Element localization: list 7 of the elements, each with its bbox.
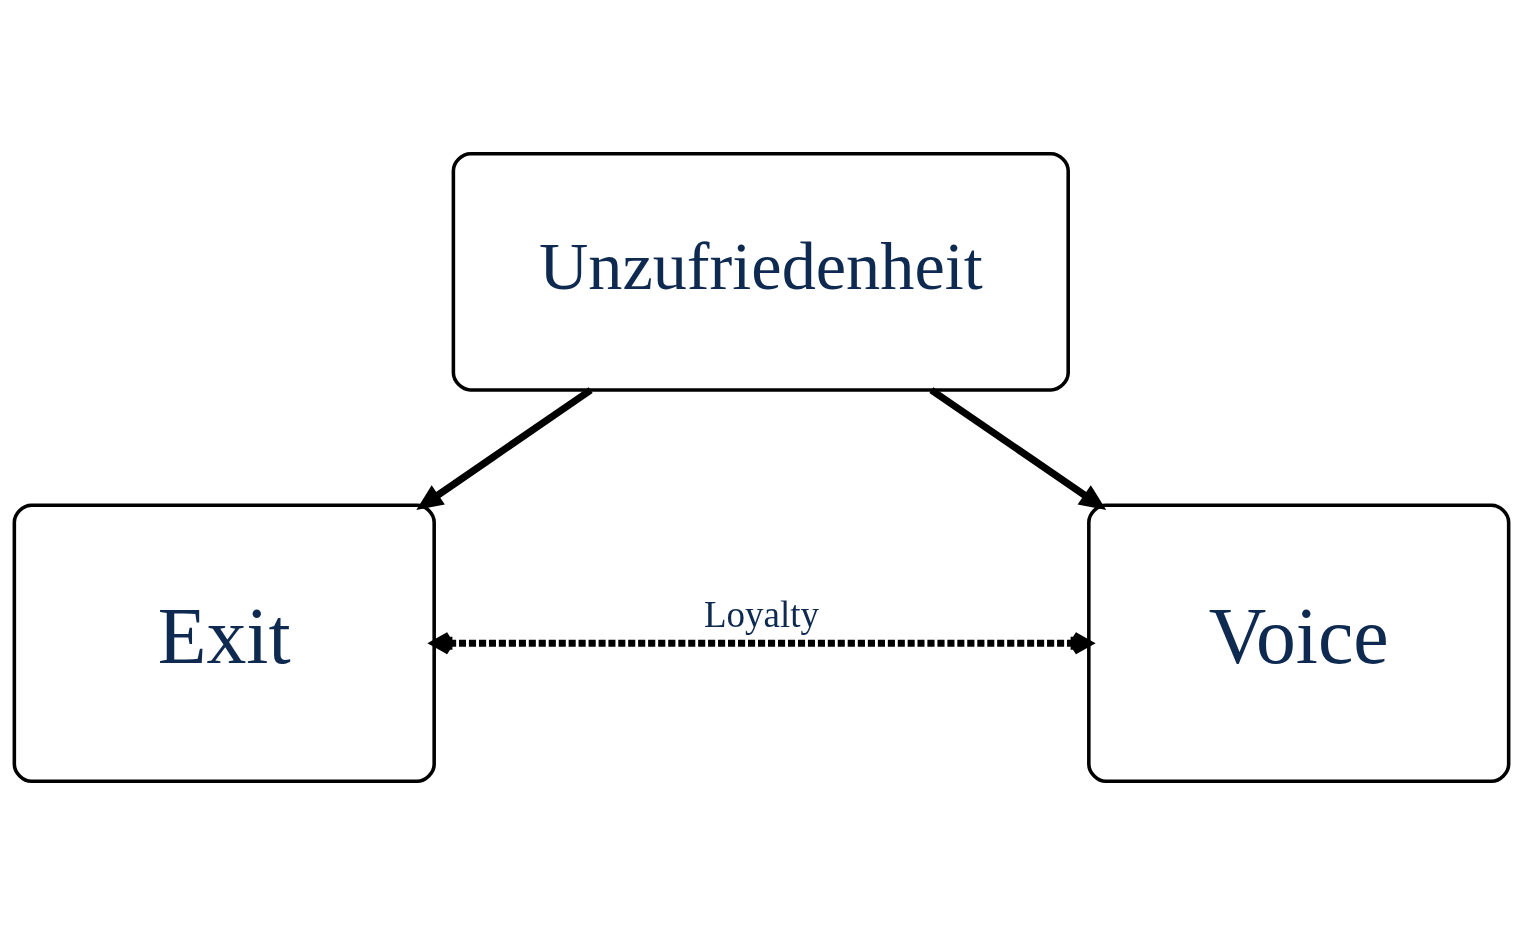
arrow xyxy=(430,631,1093,655)
edge-label: Loyalty xyxy=(703,594,820,636)
arrow xyxy=(416,387,593,510)
node-box: Exit xyxy=(12,503,436,784)
node-box: Voice xyxy=(1087,503,1511,784)
arrow xyxy=(929,387,1107,510)
node-box: Unzufriedenheit xyxy=(451,151,1070,392)
